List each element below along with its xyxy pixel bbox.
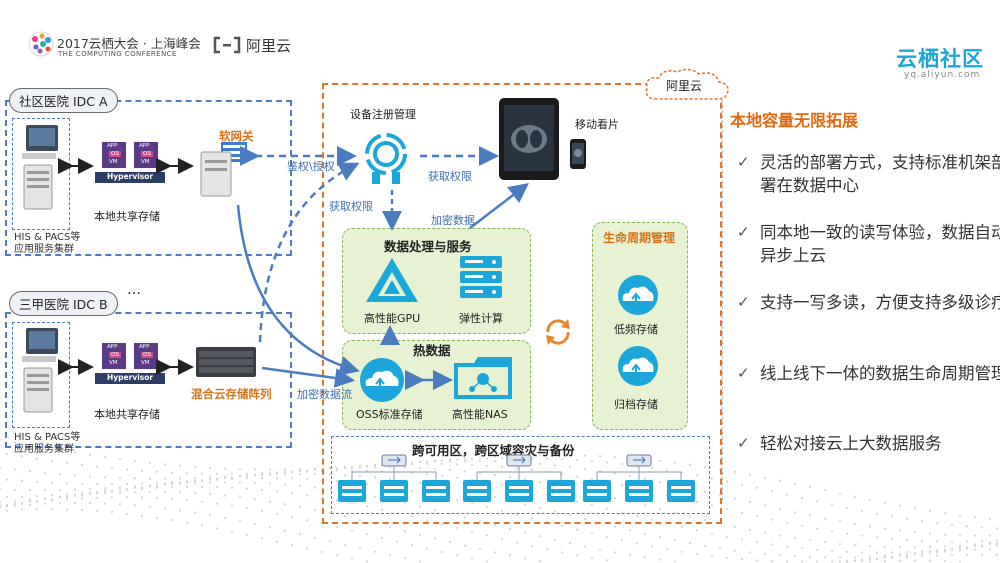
auth-label: 鉴权\授权: [287, 160, 335, 173]
gpu-icon: [366, 258, 418, 302]
vm-b2: APP OS VM: [134, 343, 158, 369]
sync-cycle-icon: [546, 319, 570, 345]
lifecycle-box: [592, 222, 688, 430]
vm-b1: APP OS VM: [102, 343, 126, 369]
cross-zone-box: [331, 436, 710, 514]
hypervisor-b-bar: Hypervisor: [95, 373, 165, 384]
nas-storage-icon: [454, 357, 512, 399]
cloud-label: 阿里云: [666, 79, 703, 93]
his-label-a-line2: 应用服务集群: [14, 244, 74, 255]
aliyun-name: 阿里云: [246, 37, 292, 55]
hypervisor-a-bar: Hypervisor: [95, 172, 165, 183]
bullet-1: 灵活的部署方式，支持标准机架部署在数据中心: [760, 153, 1000, 195]
low-freq-label: 低频存储: [614, 323, 658, 336]
tablet-icon: [499, 98, 559, 180]
his-label-a-line1: HIS & PACS等: [14, 232, 81, 243]
get-perm-left-label: 获取权限: [329, 200, 373, 213]
bullet-4-check-icon: ✓: [737, 364, 750, 382]
mobile-view-label: 移动看片: [575, 118, 619, 131]
his-cluster-a-box: [12, 118, 70, 230]
hot-data-title: 热数据: [413, 343, 451, 358]
local-storage-a-label: 本地共享存储: [94, 210, 160, 223]
idc-a-label: 社区医院 IDC A: [9, 88, 118, 113]
bullet-5: 轻松对接云上大数据服务: [760, 434, 942, 453]
aliyun-logo-icon: [213, 36, 241, 54]
bullet-2: 同本地一致的读写体验，数据自动异步上云: [760, 223, 1000, 265]
low-freq-storage-icon: [618, 275, 658, 315]
conference-logo-icon: [28, 31, 54, 57]
idc-b-box: [5, 312, 292, 448]
conference-title: 2017云栖大会 · 上海峰会: [57, 36, 201, 51]
oss-storage-icon: [360, 358, 404, 402]
hypervisor-a: APP OS VM APP OS VM Hypervisor: [95, 142, 165, 188]
hypervisor-b: APP OS VM APP OS VM Hypervisor: [95, 343, 165, 389]
bullet-4: 线上线下一体的数据生命周期管理: [760, 364, 1000, 383]
backup-servers-diagram: [338, 454, 695, 502]
panel-divider: [722, 100, 723, 500]
idc-b-label: 三甲医院 IDC B: [9, 291, 118, 316]
data-processing-title: 数据处理与服务: [384, 239, 472, 254]
aliyun-cloud-area: [322, 83, 722, 524]
cloud-shape-icon: [645, 68, 729, 100]
local-double-arrows: [58, 158, 194, 375]
hybrid-array-label: 混合云存储阵列: [191, 387, 272, 401]
lifecycle-title: 生命周期管理: [602, 231, 675, 245]
local-storage-b-label: 本地共享存储: [94, 408, 160, 421]
brand-logo: 云栖社区: [896, 47, 984, 71]
cross-zone-title: 跨可用区，跨区域容灾与备份: [412, 443, 575, 458]
device-mgmt-label: 设备注册管理: [350, 108, 416, 121]
soft-gateway-label: 软网关: [219, 129, 254, 143]
device-mgmt-icon: [365, 133, 407, 184]
bullet-1-check-icon: ✓: [737, 153, 750, 171]
his-label-b-line1: HIS & PACS等: [14, 432, 81, 443]
idc-a-box: [5, 100, 292, 256]
oss-label: OSS标准存储: [356, 408, 423, 421]
vm-a2: APP OS VM: [134, 142, 158, 168]
get-perm-right-label: 获取权限: [428, 170, 472, 183]
archive-label: 归档存储: [614, 398, 658, 411]
encrypted-data-label: 加密数据: [431, 214, 475, 227]
his-label-b-line2: 应用服务集群: [14, 444, 74, 455]
bullet-3-check-icon: ✓: [737, 293, 750, 311]
conference-subtitle: THE COMPUTING CONFERENCE: [58, 50, 177, 58]
elastic-compute-label: 弹性计算: [459, 312, 503, 325]
storage-array-icon: [196, 347, 256, 377]
bullet-3: 支持一写多读，方便支持多级诊疗: [760, 293, 1000, 312]
nas-label: 高性能NAS: [452, 408, 508, 421]
bullet-2-check-icon: ✓: [737, 223, 750, 241]
his-cluster-b-box: [12, 322, 70, 428]
brand-url: yq.aliyun.com: [904, 70, 981, 80]
encrypted-stream-label: 加密数据流: [297, 388, 352, 401]
server-cluster-a-icon: [22, 125, 58, 210]
panel-title: 本地容量无限拓展: [730, 111, 859, 130]
phone-icon: [570, 139, 586, 169]
gpu-label: 高性能GPU: [364, 312, 421, 325]
archive-storage-icon: [618, 346, 658, 386]
elastic-compute-icon: [460, 256, 502, 298]
ellipsis: …: [127, 282, 141, 298]
bullet-5-check-icon: ✓: [737, 434, 750, 452]
server-cluster-b-icon: [22, 328, 58, 413]
vm-a1: APP OS VM: [102, 142, 126, 168]
